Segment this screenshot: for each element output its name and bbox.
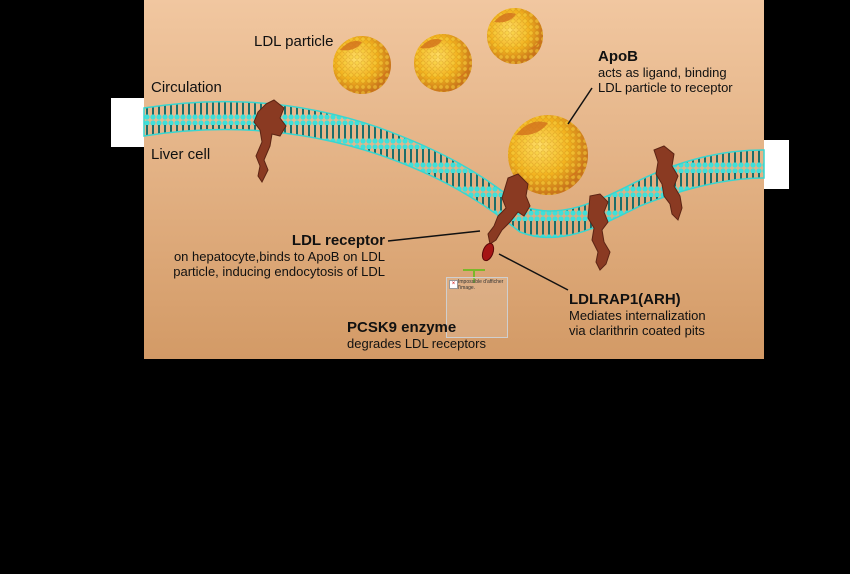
ldl-receptor-annotation: LDL receptor on hepatocyte,binds to ApoB… (167, 232, 385, 279)
ldl-receptor-title: LDL receptor (291, 232, 385, 249)
pcsk9-title: PCSK9 enzyme (347, 319, 457, 336)
apob-desc-line-1: acts as ligand, binding (598, 65, 727, 80)
broken-image-icon: × (449, 280, 458, 289)
apob-title: ApoB (598, 48, 638, 65)
ldl-particle-bound (508, 115, 588, 195)
apob-desc-line-2: LDL particle to receptor (598, 80, 733, 95)
ldlrap1-title: LDLRAP1(ARH) (569, 291, 681, 308)
ldl-receptor-right-1 (587, 193, 611, 271)
apob-annotation: ApoB acts as ligand, binding LDL particl… (598, 48, 733, 95)
left-white-tab (111, 98, 144, 147)
ldl-receptor-center (487, 173, 531, 245)
ldlrap1-desc-line-1: Mediates internalization (569, 308, 706, 323)
right-white-tab (764, 140, 789, 189)
ldl-receptor-left (253, 99, 287, 183)
pcsk9-inhibit-marker (463, 269, 485, 283)
ldlrap1-leader-line (498, 253, 569, 291)
ldlrap1-protein (481, 242, 495, 262)
broken-image-text: Impossible d'afficher l'image. (458, 279, 504, 291)
ldlrap1-desc-line-2: via clarithrin coated pits (569, 323, 705, 338)
ldl-receptor-leader-line (387, 230, 481, 242)
pcsk9-annotation: PCSK9 enzyme degrades LDL receptors (347, 319, 486, 351)
ldl-particle-2 (414, 34, 472, 92)
lipid-bilayer-membrane (143, 100, 765, 239)
circulation-label: Circulation (151, 79, 222, 96)
broken-image-placeholder: × Impossible d'afficher l'image. (446, 277, 508, 338)
ldl-receptor-desc-line-2: particle, inducing endocytosis of LDL (173, 264, 385, 279)
ldl-receptor-desc-line-1: on hepatocyte,binds to ApoB on LDL (173, 249, 385, 264)
ldl-particle-1 (333, 36, 391, 94)
ldl-receptor-right-2 (653, 145, 683, 221)
ldl-particle-3 (487, 8, 543, 64)
ldlrap1-annotation: LDLRAP1(ARH) Mediates internalization vi… (569, 291, 706, 338)
apob-leader-line (567, 87, 593, 125)
liver-cell-label: Liver cell (151, 146, 211, 163)
pcsk9-desc: degrades LDL receptors (347, 336, 486, 351)
ldl-particle-label: LDL particle (254, 33, 334, 50)
